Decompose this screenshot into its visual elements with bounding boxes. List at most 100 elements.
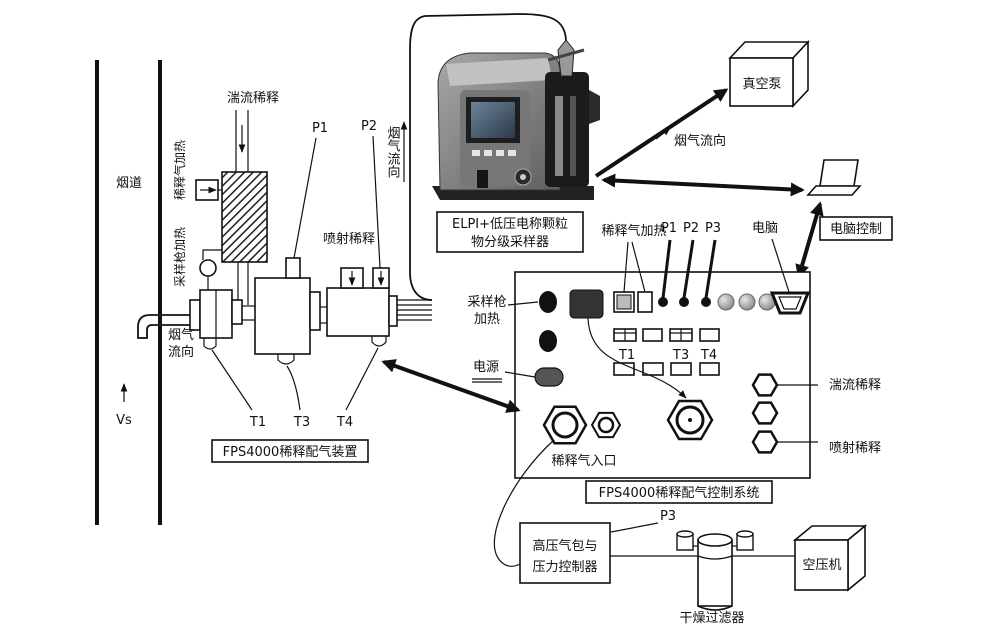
p1-label: P1 [312,121,328,136]
panel-turbulent-dilution-label: 湍流稀释 [829,378,881,393]
flue-gas-flow-vertical-label: 烟气流向 [385,126,401,178]
supply-p3-label: P3 [660,509,676,524]
panel-p1-label: P1 [661,221,677,236]
elpi-top-face [446,58,552,86]
velocity-label: Vs [116,413,132,428]
probe-heating-label: 采样枪加热 [172,227,187,287]
vacuum-pump-front [729,57,794,107]
dilution-gas-supply-line [493,439,555,567]
flue-gas-flow-label-line1: 烟气 [168,327,194,343]
elpi-button [484,150,492,156]
turbulent-dilution-nut-icon [751,373,779,397]
sampling-cable [409,13,567,301]
inlet-nut-ring [551,411,579,439]
flue-gas-flow-label-line2: 流向 [168,344,194,360]
panel-nut-icon [751,401,779,425]
sampling-probe [137,314,198,339]
panel-power-label: 电源 [473,360,499,375]
panel-computer-label: 电脑 [752,221,778,236]
p2-leader [372,135,381,269]
panel-knob-icon [738,293,756,311]
fitting-ring [597,416,615,434]
t3-sensor [277,354,295,365]
dilution-heater-indicator [637,291,653,313]
laptop-base-icon [806,185,862,196]
elpi-impactor-column [545,72,589,187]
t1-leader [211,349,253,411]
p3-gauge-icon [701,297,711,307]
power-switch-icon [534,367,564,387]
elpi-screen [471,102,515,138]
elpi-button [496,150,504,156]
flow-direction-arrow-icon [655,127,671,140]
elpi-label-line2: 物分级采样器 [471,235,549,250]
control-panel: 稀释气加热 P1 P2 P3 电脑 采样枪 加热 [467,221,881,504]
gas-tank-label-line2: 压力控制器 [532,560,597,575]
t3-leader [286,365,301,411]
elpi-side-bracket [589,90,600,124]
flange [309,291,321,331]
heater-wire [202,249,222,260]
p3-gauge-leader [704,239,717,299]
compressor-front [794,539,849,591]
exhaust-arrow-icon [594,88,729,178]
panel-device-link-arrow-icon [381,359,521,413]
p2-gauge-icon [679,297,689,307]
panel-dilution-gas-heating-label: 稀释气加热 [601,223,666,239]
computer-control-label: 电脑控制 [830,222,882,237]
panel-t4-label: T4 [700,348,717,363]
flue-label: 烟道 [116,176,142,191]
vacuum-pump: 真空泵 烟气流向 [594,39,810,178]
flange [231,299,243,325]
flue-wall-left [95,60,99,525]
dryer-filter-icon [676,530,754,611]
control-panel-title-box [585,480,773,504]
computer: 电脑控制 [601,159,893,279]
gas-supply: P3 高压气包与 压力控制器 干燥过滤器 空压机 [493,439,868,626]
t3-label: T3 [293,415,310,430]
panel-t3-label: T3 [672,348,689,363]
elpi-inlet-nozzle [557,39,575,77]
p1-leader [293,137,317,259]
gas-tank-label-line1: 高压气包与 [532,538,597,554]
flue-wall-right [158,60,162,525]
turbulent-dilution-chamber [221,171,268,263]
panel-probe-heating-label-line1: 采样枪 [467,294,506,310]
p2-gauge-leader [682,239,695,299]
p1-gauge-leader [661,239,672,299]
panel-controller-display [569,289,604,319]
t4-leader [345,347,379,411]
probe-flange [189,299,201,331]
dryer-filter-label: 干燥过滤器 [679,611,744,626]
probe-heating-switch [539,291,557,313]
panel-switch [539,330,557,352]
nozzle-bracket [547,48,585,62]
temperature-indicators-row1 [613,328,720,342]
impactor-stripe [570,96,576,176]
computer-panel-link-arrow-icon [795,201,824,279]
panel-p3-label: P3 [705,221,721,236]
outlet-bundle [397,299,432,321]
elpi-switch [477,170,488,188]
outlet-flange [388,295,398,327]
p1-port [285,257,301,279]
elpi-label-box [436,211,584,253]
panel-t1-label: T1 [618,348,635,363]
dilution-gas-heating-label: 稀释气加热 [172,140,187,200]
computer-port-inner [778,296,802,310]
elpi-button [508,150,516,156]
panel-p2-label: P2 [683,221,699,236]
temperature-indicators-row2 [613,362,720,376]
flue-gas-flow-label: 烟气流向 [674,133,726,149]
panel-jet-dilution-label: 喷射稀释 [829,440,881,456]
turbulent-mixing-body [254,277,311,355]
elpi-label-line1: ELPI+低压电称颗粒 [452,217,568,232]
outlet-nut-center [688,418,692,422]
jet-dilution-nut-icon [751,430,779,454]
heating-leader [623,241,629,293]
compressor-label: 空压机 [802,558,841,573]
jet-dilution-label: 喷射稀释 [323,231,375,247]
computer-port-leader [771,238,790,293]
flue-duct: 烟道 Vs [95,60,162,525]
laptop-screen-icon [819,159,859,187]
